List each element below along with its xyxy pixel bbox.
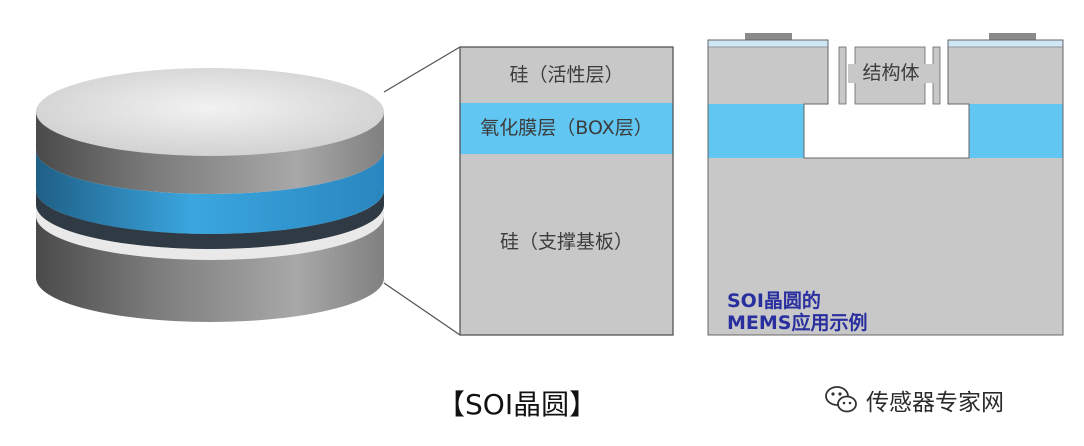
- zoom-line-bottom: [383, 282, 461, 336]
- mems-caption-line2: MEMS应用示例: [727, 312, 868, 334]
- layer-silicon-substrate: [460, 154, 673, 335]
- mems-beam-right: [932, 46, 941, 105]
- mems-example: [707, 33, 1064, 336]
- mems-beam-left: [838, 46, 847, 105]
- mems-substrate: [708, 158, 1063, 335]
- label-structure: 结构体: [848, 64, 934, 83]
- cross-section-outline: [459, 46, 674, 336]
- mems-anchor-right: [948, 47, 1063, 104]
- wafer-cylinder: [36, 68, 384, 322]
- wafer-title: 【SOI晶圆】: [437, 388, 598, 421]
- mems-caption-line1: SOI晶圆的: [727, 290, 821, 312]
- wafer-top-face: [36, 68, 384, 156]
- wechat-icon: [825, 386, 857, 413]
- mems-pad-right: [989, 33, 1036, 40]
- mems-anchor-left: [708, 47, 828, 104]
- label-silicon-substrate: 硅（支撑基板）: [499, 231, 633, 253]
- mems-outline: [707, 39, 1064, 336]
- mems-cap-right: [947, 39, 1064, 48]
- mems-oxide-left: [708, 104, 804, 158]
- mems-cap-left: [707, 39, 829, 48]
- layer-oxide-box: [460, 103, 673, 154]
- watermark: 传感器专家网: [866, 383, 1004, 417]
- mems-caption: SOI晶圆的 MEMS应用示例: [727, 290, 867, 334]
- label-oxide-box: 氧化膜层（BOX层）: [480, 117, 653, 139]
- layer-silicon-active: [460, 47, 673, 103]
- mems-oxide-right: [969, 104, 1063, 158]
- watermark-text: 传感器专家网: [866, 390, 1004, 416]
- zoom-line-top: [383, 46, 461, 93]
- label-silicon-active: 硅（活性层）: [509, 64, 624, 86]
- cross-section: [459, 46, 674, 336]
- mems-pad-left: [745, 33, 792, 40]
- wafer-dark-ring: [36, 190, 384, 249]
- wafer-oxide-band: [36, 150, 384, 234]
- wafer-gap-band: [36, 205, 384, 260]
